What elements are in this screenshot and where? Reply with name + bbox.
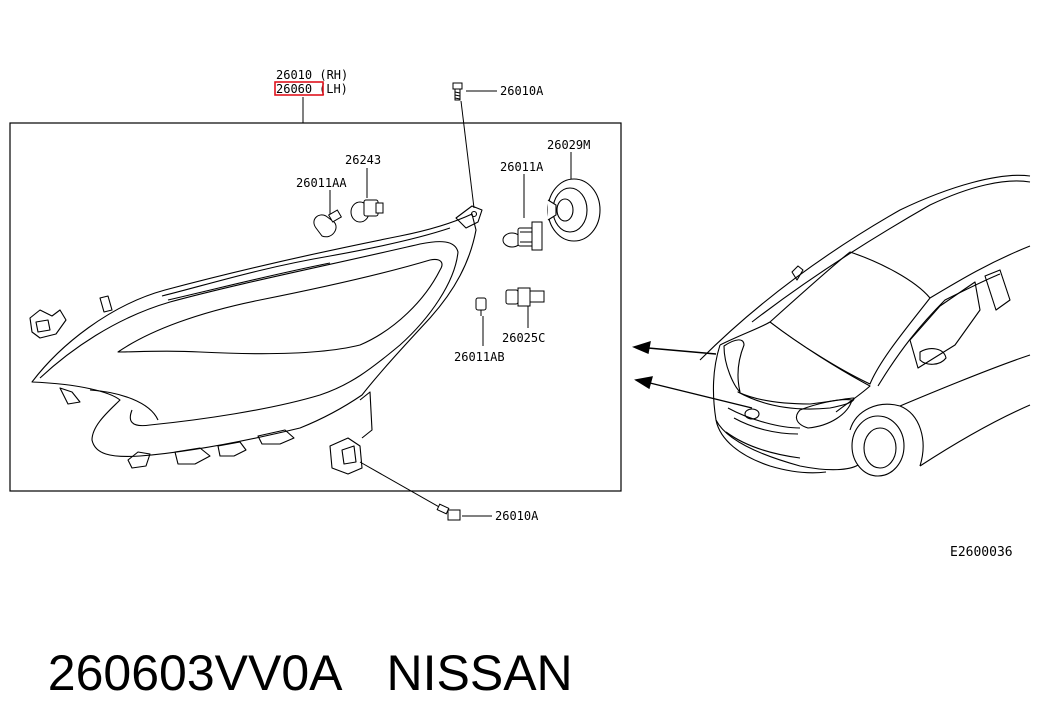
parts-diagram: 26010 (RH) 26060 (LH) 26010A (9, 68, 1031, 560)
assembly-frame (9, 122, 622, 492)
screw-bottom-icon (436, 503, 461, 521)
bulb-high-icon (502, 221, 543, 251)
screw-top-path (460, 100, 475, 209)
vehicle-front-view-drawing (699, 174, 1031, 477)
callout-socket-small: 26025C (502, 331, 545, 345)
socket-small-icon (505, 287, 545, 307)
callout-screw-top: 26010A (500, 84, 544, 98)
part-label-lh-code: 26060 (276, 82, 312, 96)
callout-bulb-high: 26011A (500, 160, 544, 174)
bulb-small-icon (475, 297, 487, 316)
callout-bulb-small: 26011AB (454, 350, 505, 364)
callout-bulb-side: 26011AA (296, 176, 347, 190)
callout-cap: 26029M (547, 138, 590, 152)
bulb-side-icon (313, 209, 343, 238)
reference-code: E2600036 (950, 545, 1013, 560)
main-part-label: 26010 (RH) 26060 (LH) (274, 68, 348, 123)
screw-top-icon (452, 82, 463, 101)
caption-part-number: 260603VV0A (47, 645, 343, 701)
headlamp-assembly-drawing (29, 205, 483, 475)
callout-screw-bottom: 26010A (495, 509, 539, 523)
location-arrows (631, 340, 753, 409)
caption-brand: NISSAN (386, 645, 573, 701)
part-label-rh: 26010 (RH) (276, 68, 348, 82)
caption: 260603VV0A NISSAN (20, 598, 573, 698)
socket-icon (350, 199, 384, 223)
dust-cap-icon (547, 178, 601, 242)
highlight-box (274, 81, 324, 96)
part-label-lh-side: (LH) (319, 82, 348, 96)
callout-socket: 26243 (345, 153, 381, 167)
screw-bottom-path (359, 461, 449, 513)
